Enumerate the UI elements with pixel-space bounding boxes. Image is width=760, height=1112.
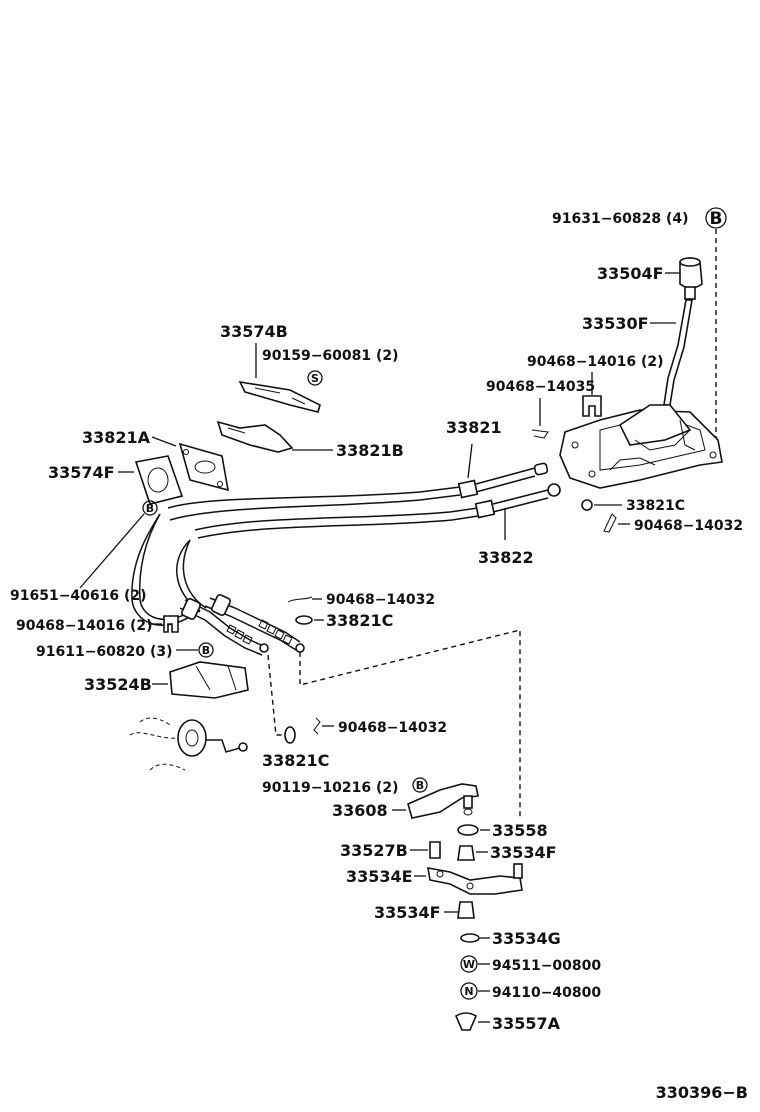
label-91611-60820: 91611−60820 (3) bbox=[36, 644, 173, 660]
shift-knob bbox=[679, 257, 703, 300]
washer-33821C-mid bbox=[295, 615, 313, 625]
label-90468-14016-left: 90468−14016 (2) bbox=[16, 618, 153, 634]
bushing-33534F-b bbox=[457, 901, 475, 919]
marker-w-text: W bbox=[463, 958, 475, 971]
label-91631-60828: 91631−60828 (4) bbox=[552, 211, 689, 227]
label-90119-10216: 90119−10216 (2) bbox=[262, 780, 399, 796]
marker-b-91651: B bbox=[142, 500, 158, 516]
label-33534E: 33534E bbox=[346, 867, 413, 886]
marker-b-90119: B bbox=[412, 777, 428, 793]
marker-b-91611-text: B bbox=[202, 644, 210, 657]
bracket-33821B bbox=[216, 420, 294, 453]
plate-33821A bbox=[178, 442, 230, 492]
marker-b-90119-text: B bbox=[416, 779, 424, 792]
label-33821C-right: 33821C bbox=[626, 498, 685, 514]
marker-b-91651-text: B bbox=[146, 502, 154, 515]
shifter-base bbox=[559, 404, 723, 489]
marker-w: W bbox=[460, 955, 478, 973]
pin-90468-14032-mid bbox=[287, 596, 313, 603]
grommet-33574F bbox=[134, 455, 184, 505]
clip-90468-14016-top bbox=[582, 395, 602, 417]
bracket-33574B bbox=[238, 380, 321, 413]
label-90159-60081: 90159−60081 (2) bbox=[262, 348, 399, 364]
label-33821C-mid: 33821C bbox=[326, 611, 393, 630]
pin-90468-14032-low bbox=[313, 717, 321, 735]
pin-90468-14032-right bbox=[603, 513, 617, 533]
marker-b-91611: B bbox=[198, 642, 214, 658]
label-90468-14032-mid: 90468−14032 bbox=[326, 592, 435, 608]
label-33822: 33822 bbox=[478, 548, 534, 567]
label-33557A: 33557A bbox=[492, 1014, 561, 1033]
label-33530F: 33530F bbox=[582, 314, 649, 333]
label-33574F: 33574F bbox=[48, 463, 115, 482]
collar-33527B bbox=[429, 841, 441, 859]
label-33534G: 33534G bbox=[492, 929, 561, 948]
footer-code: 330396−B bbox=[656, 1083, 748, 1102]
lever-33534E bbox=[427, 867, 523, 895]
label-33821A: 33821A bbox=[82, 428, 151, 447]
label-94511-00800: 94511−00800 bbox=[492, 958, 601, 974]
label-90468-14016-top: 90468−14016 (2) bbox=[527, 354, 664, 370]
dash-line-linkage bbox=[299, 629, 521, 818]
label-33524B: 33524B bbox=[84, 675, 152, 694]
label-33504F: 33504F bbox=[597, 264, 664, 283]
marker-n: N bbox=[460, 982, 478, 1000]
label-90468-14032-right: 90468−14032 bbox=[634, 518, 743, 534]
label-33527B: 33527B bbox=[340, 841, 408, 860]
dash-line-washer bbox=[267, 654, 283, 736]
label-33821B: 33821B bbox=[336, 441, 404, 460]
label-90468-14032-low: 90468−14032 bbox=[338, 720, 447, 736]
label-33574B: 33574B bbox=[220, 322, 288, 341]
label-91651-40616: 91651−40616 (2) bbox=[10, 588, 147, 604]
marker-s: S bbox=[307, 370, 323, 386]
label-94110-40800: 94110−40800 bbox=[492, 985, 601, 1001]
marker-n-text: N bbox=[464, 985, 473, 998]
label-33558: 33558 bbox=[492, 821, 548, 840]
label-33821C-low: 33821C bbox=[262, 751, 329, 770]
label-33821: 33821 bbox=[446, 418, 502, 437]
washer-33534G bbox=[460, 933, 480, 943]
washer-33821C-right bbox=[581, 499, 593, 511]
cable-ends-lower bbox=[179, 594, 305, 656]
pin-90468-14035 bbox=[531, 429, 549, 439]
transmission-outline bbox=[129, 717, 248, 771]
label-90468-14035: 90468−14035 bbox=[486, 379, 595, 395]
label-33608: 33608 bbox=[332, 801, 388, 820]
cable-33822 bbox=[176, 483, 561, 613]
boot-33557A bbox=[454, 1012, 478, 1031]
bracket-33524B bbox=[169, 661, 249, 699]
label-33534F-a: 33534F bbox=[490, 843, 557, 862]
marker-b-top-text: B bbox=[710, 209, 723, 229]
washer-33821C-low bbox=[284, 726, 296, 744]
shift-lever bbox=[663, 299, 693, 406]
cable-33821 bbox=[131, 462, 549, 627]
clip-90468-14016-left bbox=[163, 615, 179, 633]
label-33534F-b: 33534F bbox=[374, 903, 441, 922]
bushing-33534F-a bbox=[457, 845, 475, 861]
bushing-33558 bbox=[457, 824, 479, 836]
marker-b-top: B bbox=[705, 207, 727, 229]
marker-s-text: S bbox=[311, 372, 319, 385]
lever-33608 bbox=[407, 783, 479, 819]
